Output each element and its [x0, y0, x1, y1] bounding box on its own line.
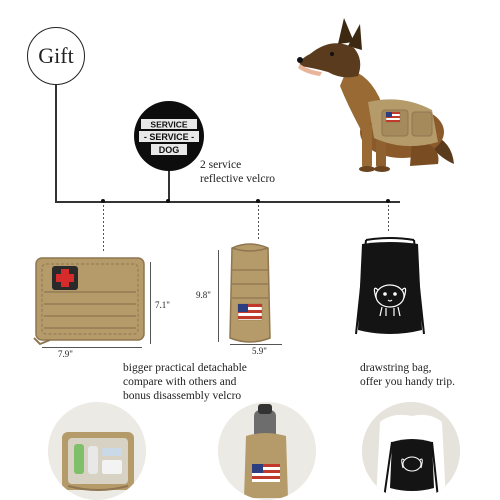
- patch-line-3: DOG: [159, 145, 180, 155]
- dog-with-vest-image: [292, 14, 462, 174]
- flag-patch-icon: [385, 111, 401, 123]
- pouches-caption: bigger practical detachable compare with…: [123, 361, 247, 403]
- service-dog-patch: SERVICE - SERVICE - DOG: [133, 100, 205, 172]
- pouch-width-label: 7.9": [58, 349, 73, 359]
- dim-line-bottle-width: [230, 344, 282, 345]
- pouches-caption-line: compare with others and: [123, 376, 237, 388]
- patch-line-2: - SERVICE -: [144, 132, 194, 142]
- connector-dot: [101, 199, 105, 203]
- bottle-height-label: 9.8": [196, 290, 211, 300]
- connector-bottle: [258, 201, 259, 241]
- flag-patch-icon: [237, 303, 263, 321]
- gift-badge: Gift: [27, 27, 85, 85]
- pouches-caption-line: bigger practical detachable: [123, 362, 247, 374]
- drawstring-bag-image: [352, 234, 428, 344]
- drawstring-caption-line: drawstring bag,: [360, 362, 432, 374]
- bottle-width-label: 5.9": [252, 346, 267, 356]
- medical-pouch-image: [30, 252, 150, 347]
- dim-line-pouch-height: [150, 262, 151, 344]
- velcro-caption-line: reflective velcro: [200, 173, 276, 185]
- drawstring-caption: drawstring bag, offer you handy trip.: [360, 361, 455, 389]
- connector-pouch: [103, 201, 104, 251]
- drawstring-caption-line: offer you handy trip.: [360, 376, 455, 388]
- dim-line-pouch-width: [42, 347, 142, 348]
- connector-bag: [388, 201, 389, 231]
- red-cross-patch-icon: [52, 266, 78, 290]
- gift-label: Gift: [38, 43, 74, 68]
- bottle-pouch-thumbnail: [218, 402, 316, 500]
- connector-dot: [256, 199, 260, 203]
- connector-dot: [166, 199, 170, 203]
- dim-line-bottle-height: [218, 250, 219, 342]
- pouches-caption-line: bonus disassembly velcro: [123, 390, 242, 402]
- velcro-caption: 2 service reflective velcro: [200, 158, 275, 186]
- connector-velcro: [168, 170, 170, 202]
- pouch-height-label: 7.1": [155, 300, 170, 310]
- connector-dot: [386, 199, 390, 203]
- first-aid-kit-thumbnail: [48, 402, 146, 500]
- connector-horizontal: [55, 201, 400, 203]
- puppy-icon: [373, 284, 407, 317]
- velcro-caption-line: 2 service: [200, 159, 242, 171]
- drawstring-bag-thumbnail: [362, 402, 460, 500]
- patch-line-1: SERVICE: [150, 120, 187, 130]
- bottle-pouch-image: [222, 240, 278, 348]
- connector-vertical: [55, 85, 57, 202]
